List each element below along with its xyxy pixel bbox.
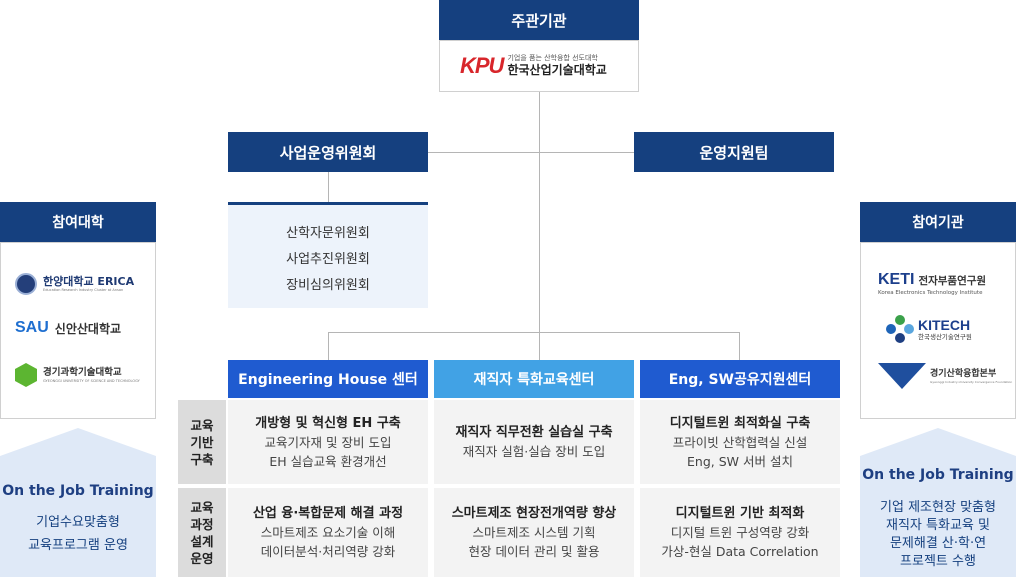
left-ojt-line: 기업수요맞춤형	[36, 515, 120, 530]
gicon-sub: Gyeonggi Industry-University Convergence…	[930, 379, 1013, 384]
lead-title: 주관기관	[511, 11, 567, 30]
center-title: 재직자 특화교육센터	[473, 372, 595, 388]
support-team-title: 운영지원팀	[699, 143, 769, 162]
center-engineering-house: Engineering House 센터	[228, 360, 428, 398]
committee-header: 사업운영위원회	[228, 132, 428, 172]
left-ojt-box: On the Job Training 기업수요맞춤형 교육프로그램 운영	[0, 456, 156, 577]
keti-name: 전자부품연구원	[918, 274, 987, 287]
keti-logo: KETI 전자부품연구원 Korea Electronics Technolog…	[878, 271, 986, 297]
right-ojt-line: 프로젝트 수행	[900, 554, 976, 569]
center-eng-sw-sharing: Eng, SW공유지원센터	[640, 360, 840, 398]
gtec-logo: 경기과학기술대학교 GYEONGGI UNIVERSITY OF SCIENCE…	[15, 363, 140, 387]
sau-name: 신안산대학교	[54, 321, 122, 336]
cell-line: Eng, SW 서버 설치	[687, 453, 793, 469]
cell-heading: 디지털트윈 최적화실 구축	[669, 415, 811, 431]
kitech-logo: KITECH 한국생산기술연구원	[886, 315, 972, 343]
keti-mark: KETI	[878, 271, 915, 288]
cell-line: 디지털 트윈 구성역량 강화	[670, 525, 810, 540]
cell-line: 프라이빗 산학협력실 신설	[672, 434, 808, 450]
left-ojt-title: On the Job Training	[2, 483, 154, 499]
cell-line: EH 실습교육 환경개선	[269, 453, 387, 469]
institutions-header: 참여기관	[860, 202, 1016, 242]
committee-list: 산학자문위원회 사업추진위원회 장비심의위원회	[228, 202, 428, 308]
universities-logo-box: 한양대학교 ERICA Education Research Industry …	[0, 242, 156, 419]
committee-item: 사업추진위원회	[286, 252, 370, 267]
hanyang-logo: 한양대학교 ERICA Education Research Industry …	[15, 273, 134, 295]
connector-center3-down	[739, 332, 740, 360]
right-ojt-line: 기업 제조현장 맞춤형	[880, 500, 996, 515]
hanyang-emblem-icon	[15, 273, 37, 295]
cell-heading: 디지털트윈 기반 최적화	[675, 506, 805, 521]
hanyang-sub: Education Research Industry Cluster at A…	[43, 288, 124, 292]
kitech-emblem-icon	[886, 315, 914, 343]
cell-heading: 개방형 및 혁신형 EH 구축	[255, 415, 401, 431]
right-ojt-arrow	[860, 428, 1016, 456]
cell-curriculum-eh: 산업 융·복합문제 해결 과정 스마트제조 요소기술 이해 데이터분석·처리역량…	[228, 488, 428, 577]
lead-institution-header: 주관기관	[439, 0, 639, 40]
connector-centers-horizontal	[328, 332, 740, 333]
kitech-name: 한국생산기술연구원	[918, 332, 972, 341]
connector-center2-down	[539, 332, 540, 360]
cell-curriculum-digital-twin: 디지털트윈 기반 최적화 디지털 트윈 구성역량 강화 가상-현실 Data C…	[640, 488, 840, 577]
cell-line: 스마트제조 요소기술 이해	[260, 525, 396, 540]
universities-header: 참여대학	[0, 202, 156, 242]
cell-line: 재직자 실험·실습 장비 도입	[462, 444, 606, 459]
connector-center1-down	[328, 332, 329, 360]
right-ojt-box: On the Job Training 기업 제조현장 맞춤형 재직자 특화교육…	[860, 456, 1016, 577]
connector-committee-horizontal	[428, 152, 634, 153]
universities-title: 참여대학	[52, 215, 104, 231]
support-team-header: 운영지원팀	[634, 132, 834, 172]
right-ojt-line: 문제해결 산·학·연	[889, 536, 987, 551]
cell-line: 현장 데이터 관리 및 활용	[468, 544, 600, 559]
left-ojt-line: 교육프로그램 운영	[28, 538, 128, 553]
institutions-logo-box: KETI 전자부품연구원 Korea Electronics Technolog…	[860, 242, 1016, 419]
sau-logo: SAU 신안산대학교	[15, 319, 121, 337]
cell-infra-digital-twin: 디지털트윈 최적화실 구축 프라이빗 산학협력실 신설 Eng, SW 서버 설…	[640, 400, 840, 484]
committee-title: 사업운영위원회	[279, 143, 377, 162]
sau-mark: SAU	[15, 319, 49, 336]
left-ojt-arrow	[0, 428, 156, 456]
center-title: Engineering House 센터	[238, 372, 418, 388]
center-incumbent-training: 재직자 특화교육센터	[434, 360, 634, 398]
committee-item: 산학자문위원회	[286, 226, 370, 241]
keti-sub: Korea Electronics Technology Institute	[878, 290, 983, 296]
center-title: Eng, SW공유지원센터	[668, 372, 812, 388]
row-label-infrastructure: 교육 기반 구축	[178, 400, 226, 484]
lead-logo-box: KPU 기업을 품는 산학융합 선도대학 한국산업기술대학교	[439, 40, 639, 92]
committee-item: 장비심의위원회	[286, 278, 370, 293]
cell-infra-incumbent: 재직자 직무전환 실습실 구축 재직자 실험·실습 장비 도입	[434, 400, 634, 484]
cell-curriculum-incumbent: 스마트제조 현장전개역량 향상 스마트제조 시스템 기획 현장 데이터 관리 및…	[434, 488, 634, 577]
kitech-mark: KITECH	[918, 316, 971, 333]
cell-line: 데이터분석·처리역량 강화	[260, 544, 396, 559]
cell-line: 스마트제조 시스템 기획	[472, 525, 596, 540]
right-ojt-title: On the Job Training	[862, 467, 1014, 483]
row-label-curriculum: 교육 과정 설계 운영	[178, 488, 226, 577]
kpu-logo-name: 한국산업기술대학교	[507, 63, 607, 77]
connector-lead-vertical	[539, 92, 540, 332]
cell-heading: 산업 융·복합문제 해결 과정	[252, 506, 404, 521]
connector-committee-down	[328, 172, 329, 202]
cell-infra-eh: 개방형 및 혁신형 EH 구축 교육기자재 및 장비 도입 EH 실습교육 환경…	[228, 400, 428, 484]
kpu-logo-tagline: 기업을 품는 산학융합 선도대학	[507, 54, 598, 62]
cell-heading: 스마트제조 현장전개역량 향상	[451, 506, 617, 521]
institutions-title: 참여기관	[912, 215, 964, 231]
gicon-logo: 경기산학융합본부 Gyeonggi Industry-University Co…	[878, 363, 1012, 389]
hanyang-name: 한양대학교 ERICA	[43, 275, 135, 288]
gtec-name: 경기과학기술대학교	[43, 366, 122, 378]
cell-line: 가상-현실 Data Correlation	[661, 544, 819, 559]
gicon-emblem-icon	[878, 363, 926, 389]
gtec-emblem-icon	[15, 363, 37, 387]
kpu-logo-mark: KPU	[460, 53, 504, 78]
right-ojt-line: 재직자 특화교육 및	[886, 518, 990, 533]
cell-heading: 재직자 직무전환 실습실 구축	[455, 425, 613, 440]
gicon-name: 경기산학융합본부	[930, 368, 997, 379]
kpu-logo: KPU 기업을 품는 산학융합 선도대학 한국산업기술대학교	[460, 53, 607, 79]
gtec-sub: GYEONGGI UNIVERSITY OF SCIENCE AND TECHN…	[43, 378, 140, 383]
cell-line: 교육기자재 및 장비 도입	[264, 434, 392, 450]
